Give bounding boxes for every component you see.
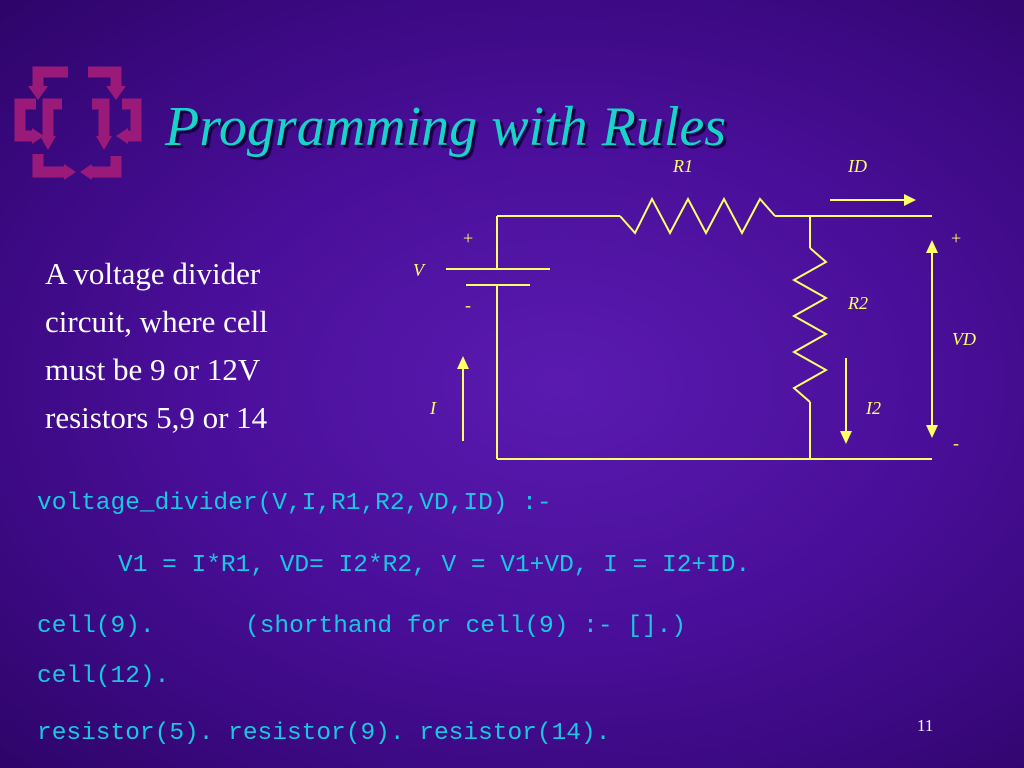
code-rule-head: voltage_divider(V,I,R1,R2,VD,ID) :- — [37, 490, 552, 517]
slide-title: Programming with Rules — [165, 96, 727, 158]
code-resistor-facts: resistor(5). resistor(9). resistor(14). — [37, 720, 611, 747]
label-id: ID — [847, 156, 867, 176]
label-r1: R1 — [672, 156, 693, 176]
label-i: I — [429, 398, 437, 418]
label-plus-right: + — [951, 228, 961, 248]
resistor-r1 — [619, 196, 776, 236]
description-line: resistors 5,9 or 14 — [45, 400, 268, 435]
current-i2-arrowhead — [840, 431, 852, 444]
label-i2: I2 — [865, 398, 881, 418]
label-v: V — [413, 260, 426, 280]
label-minus-right: - — [953, 433, 959, 453]
circuit-description: A voltage divider circuit, where cell mu… — [45, 250, 365, 442]
label-minus-left: - — [465, 295, 471, 315]
description-line: A voltage divider — [45, 256, 261, 291]
page-number: 11 — [917, 716, 934, 735]
current-i-arrowhead — [457, 356, 469, 369]
code-cell-fact-12: cell(12). — [37, 663, 170, 690]
label-vd: VD — [952, 329, 976, 349]
description-line: circuit, where cell — [45, 304, 268, 339]
current-id-arrowhead — [904, 194, 916, 206]
code-cell-fact-9: cell(9). — [37, 613, 155, 640]
rotating-arrows-icon — [14, 66, 142, 180]
code-rule-body: V1 = I*R1, VD= I2*R2, V = V1+VD, I = I2+… — [118, 552, 751, 579]
resistor-r2 — [791, 247, 829, 403]
voltage-vd-arrowhead-bottom — [926, 425, 938, 438]
label-r2: R2 — [847, 293, 868, 313]
label-plus-left: + — [463, 228, 473, 248]
voltage-vd-arrowhead-top — [926, 240, 938, 253]
code-cell-note: (shorthand for cell(9) :- [].) — [245, 613, 687, 640]
description-line: must be 9 or 12V — [45, 352, 261, 387]
